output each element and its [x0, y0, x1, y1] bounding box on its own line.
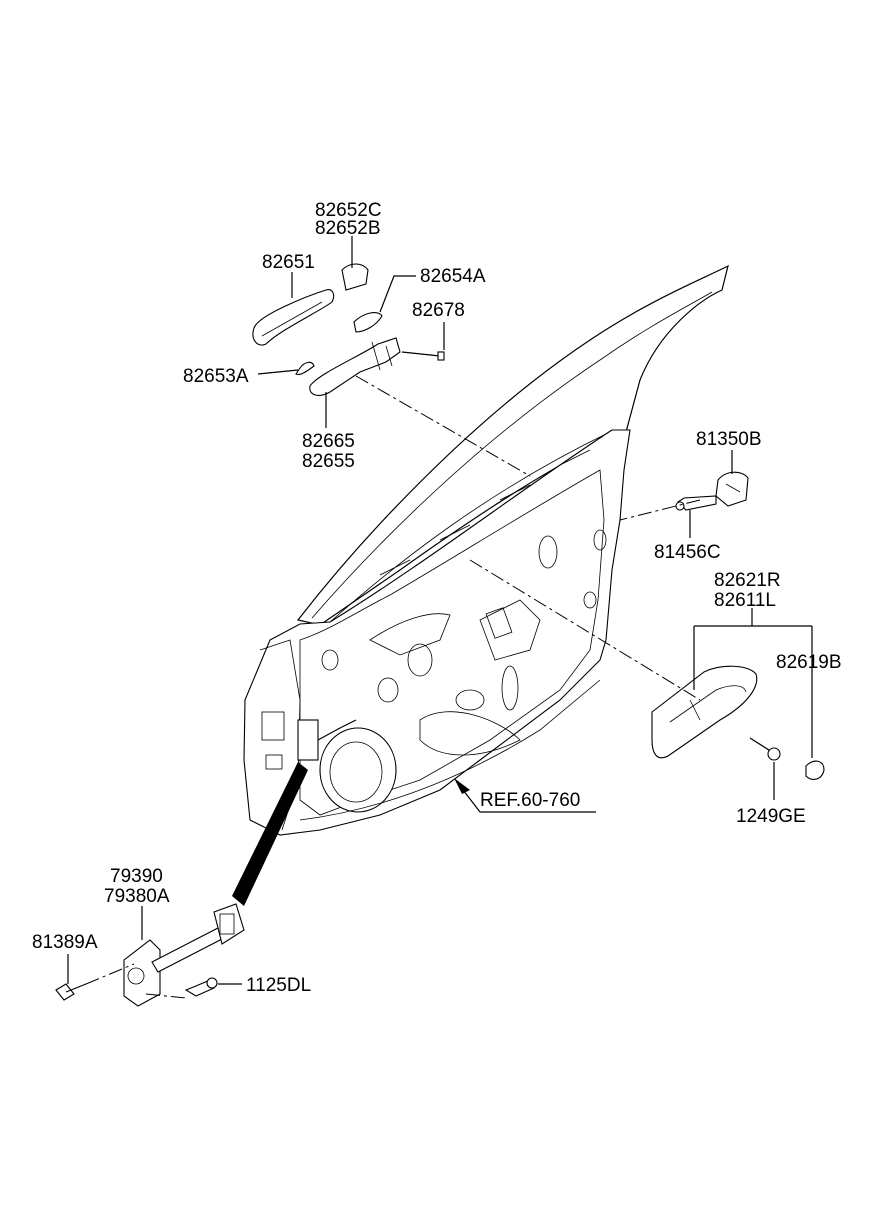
handle-cap: [341, 263, 369, 291]
inside-handle: [651, 665, 758, 759]
handle-pad: [353, 312, 383, 333]
label-82611l: 82611L: [714, 590, 776, 611]
label-82619b: 82619B: [776, 652, 842, 673]
outside-handle-bracket: [309, 337, 401, 396]
bolt-1125dl: [184, 977, 218, 997]
label-79380a: 79380A: [104, 886, 170, 907]
label-81389a: 81389A: [32, 932, 98, 953]
label-82652c: 82652C: [315, 200, 382, 221]
label-82678: 82678: [412, 300, 465, 321]
cap-82619b: [805, 760, 825, 780]
label-81350b: 81350B: [696, 429, 762, 450]
label-ref-60-760: REF.60-760: [480, 790, 580, 811]
front-door-panel: [243, 264, 729, 836]
label-1125dl: 1125DL: [246, 975, 311, 996]
label-1249ge: 1249GE: [736, 806, 806, 827]
label-82665: 82665: [302, 431, 355, 452]
door-check-arrow: [232, 762, 308, 906]
outside-handle-cover: [252, 289, 335, 346]
label-79390: 79390: [110, 866, 163, 887]
screw-1249ge: [749, 737, 781, 761]
handle-base: [295, 361, 315, 376]
leader-lines: [67, 236, 813, 999]
label-82653a: 82653A: [183, 366, 249, 387]
label-82654a: 82654A: [420, 266, 486, 287]
part-labels: 82652C 82652B 82651 82654A 82678 82653A …: [32, 200, 842, 996]
label-82651: 82651: [262, 252, 315, 273]
label-81456c: 81456C: [654, 542, 721, 563]
door-checker: [123, 903, 245, 1007]
label-82652b: 82652B: [315, 218, 381, 239]
screw-82678: [401, 351, 445, 361]
bolt-81389a: [55, 983, 87, 1001]
label-82621r: 82621R: [714, 570, 781, 591]
striker-81350b: [715, 471, 749, 507]
screw-81456c: [675, 495, 717, 511]
label-82655: 82655: [302, 451, 355, 472]
